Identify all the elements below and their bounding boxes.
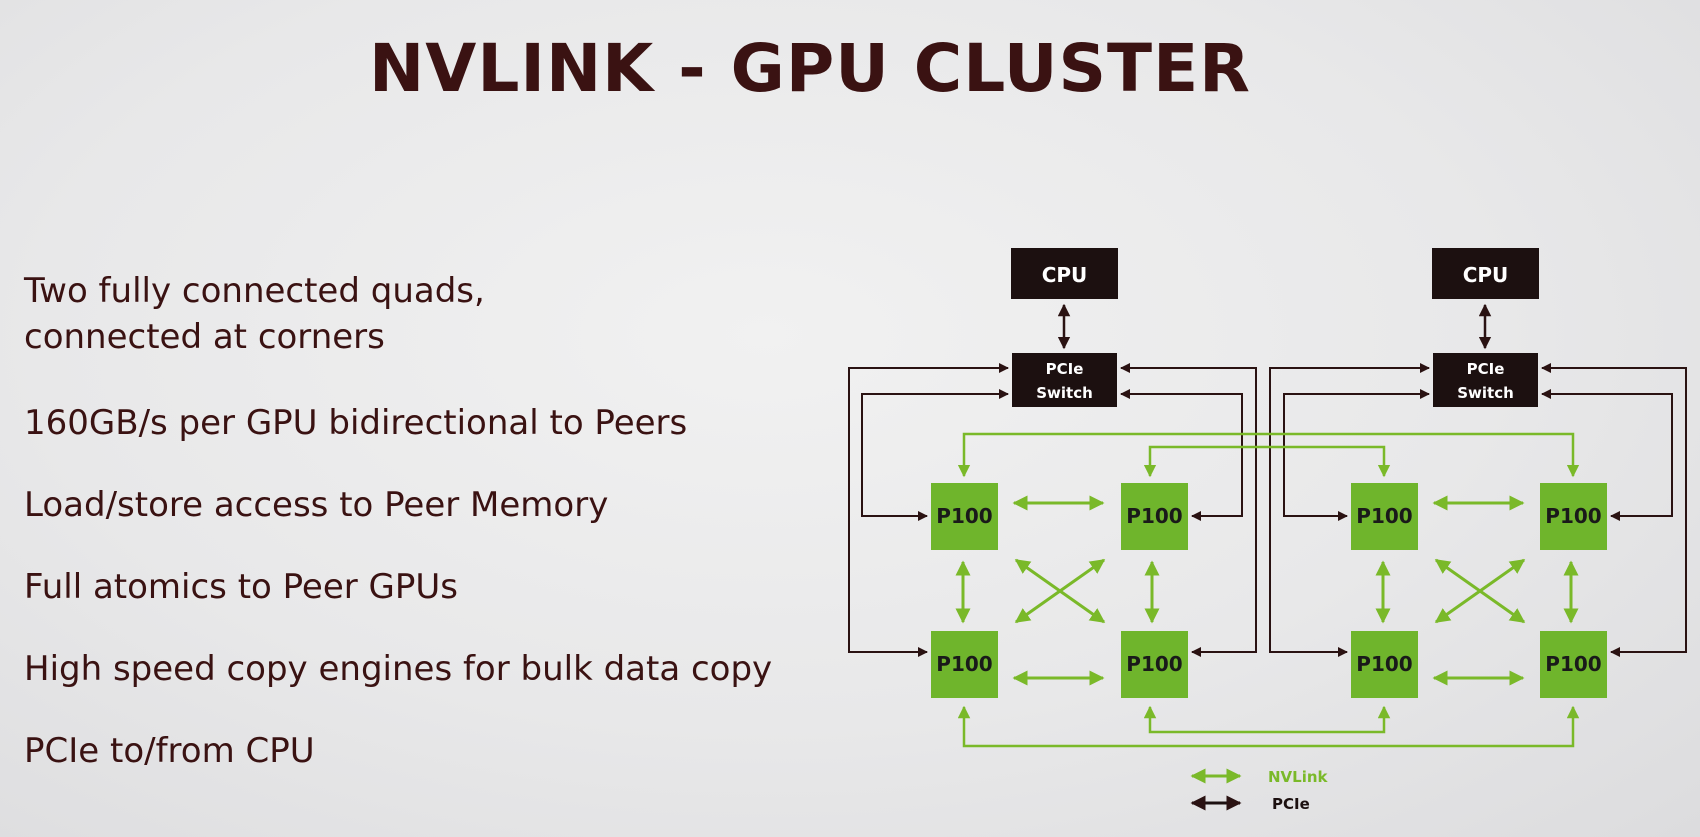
- nvlink-link: [957, 705, 1580, 748]
- cluster-right: CPU PCIe Switch P100 P100 P100 P100: [1269, 248, 1687, 698]
- pcie-link: [1541, 363, 1687, 657]
- legend: NVLink PCIe: [1190, 768, 1329, 813]
- gpu-label: P100: [1545, 504, 1601, 528]
- bullet-item: High speed copy engines for bulk data co…: [24, 649, 773, 689]
- cpu-label: CPU: [1463, 263, 1509, 287]
- gpu-box: [1351, 631, 1418, 698]
- gpu-label: P100: [1545, 652, 1601, 676]
- bullet-item: Full atomics to Peer GPUs: [24, 567, 458, 607]
- pcie-link: [1541, 389, 1673, 521]
- gpu-label: P100: [1126, 652, 1182, 676]
- legend-pcie-label: PCIe: [1272, 795, 1310, 813]
- cpu-box: [1011, 248, 1118, 299]
- bullet-item: 160GB/s per GPU bidirectional to Peers: [24, 403, 688, 443]
- switch-label-line1: PCIe: [1467, 360, 1505, 378]
- nvlink-link: [957, 432, 1580, 478]
- cluster-left: CPU PCIe Switch P100 P100 P100 P100: [848, 248, 1257, 698]
- nvlink-link: [1143, 445, 1391, 478]
- pcie-link: [1120, 363, 1257, 657]
- pcie-link: [861, 389, 1009, 521]
- pcie-switch-box: [1012, 353, 1117, 407]
- gpu-label: P100: [936, 504, 992, 528]
- pcie-link: [848, 363, 1009, 657]
- bullet-item: Two fully connected quads, connected at …: [24, 271, 485, 357]
- pcie-switch-box: [1433, 353, 1538, 407]
- nvlink-link: [1143, 705, 1391, 734]
- switch-label-line2: Switch: [1457, 384, 1514, 402]
- gpu-box: [1540, 631, 1607, 698]
- nvlink-link: [1014, 558, 1106, 624]
- pcie-link: [1120, 389, 1243, 521]
- gpu-box: [931, 631, 998, 698]
- gpu-box: [1351, 483, 1418, 550]
- switch-label-line1: PCIe: [1046, 360, 1084, 378]
- switch-label-line2: Switch: [1036, 384, 1093, 402]
- gpu-label: P100: [1356, 652, 1412, 676]
- nvlink-link: [1434, 558, 1526, 624]
- slide-title: NVLINK - GPU CLUSTER: [369, 30, 1251, 107]
- legend-nvlink-label: NVLink: [1268, 768, 1329, 786]
- gpu-box: [1121, 631, 1188, 698]
- gpu-label: P100: [936, 652, 992, 676]
- gpu-box: [1540, 483, 1607, 550]
- gpu-box: [931, 483, 998, 550]
- bullet-item: PCIe to/from CPU: [24, 731, 315, 771]
- gpu-label: P100: [1356, 504, 1412, 528]
- pcie-link: [1269, 363, 1430, 657]
- cpu-label: CPU: [1042, 263, 1088, 287]
- cpu-box: [1432, 248, 1539, 299]
- cross-quad-nvlinks: [957, 432, 1580, 748]
- bullet-item: Load/store access to Peer Memory: [24, 485, 609, 525]
- gpu-label: P100: [1126, 504, 1182, 528]
- gpu-box: [1121, 483, 1188, 550]
- pcie-link: [1283, 389, 1430, 521]
